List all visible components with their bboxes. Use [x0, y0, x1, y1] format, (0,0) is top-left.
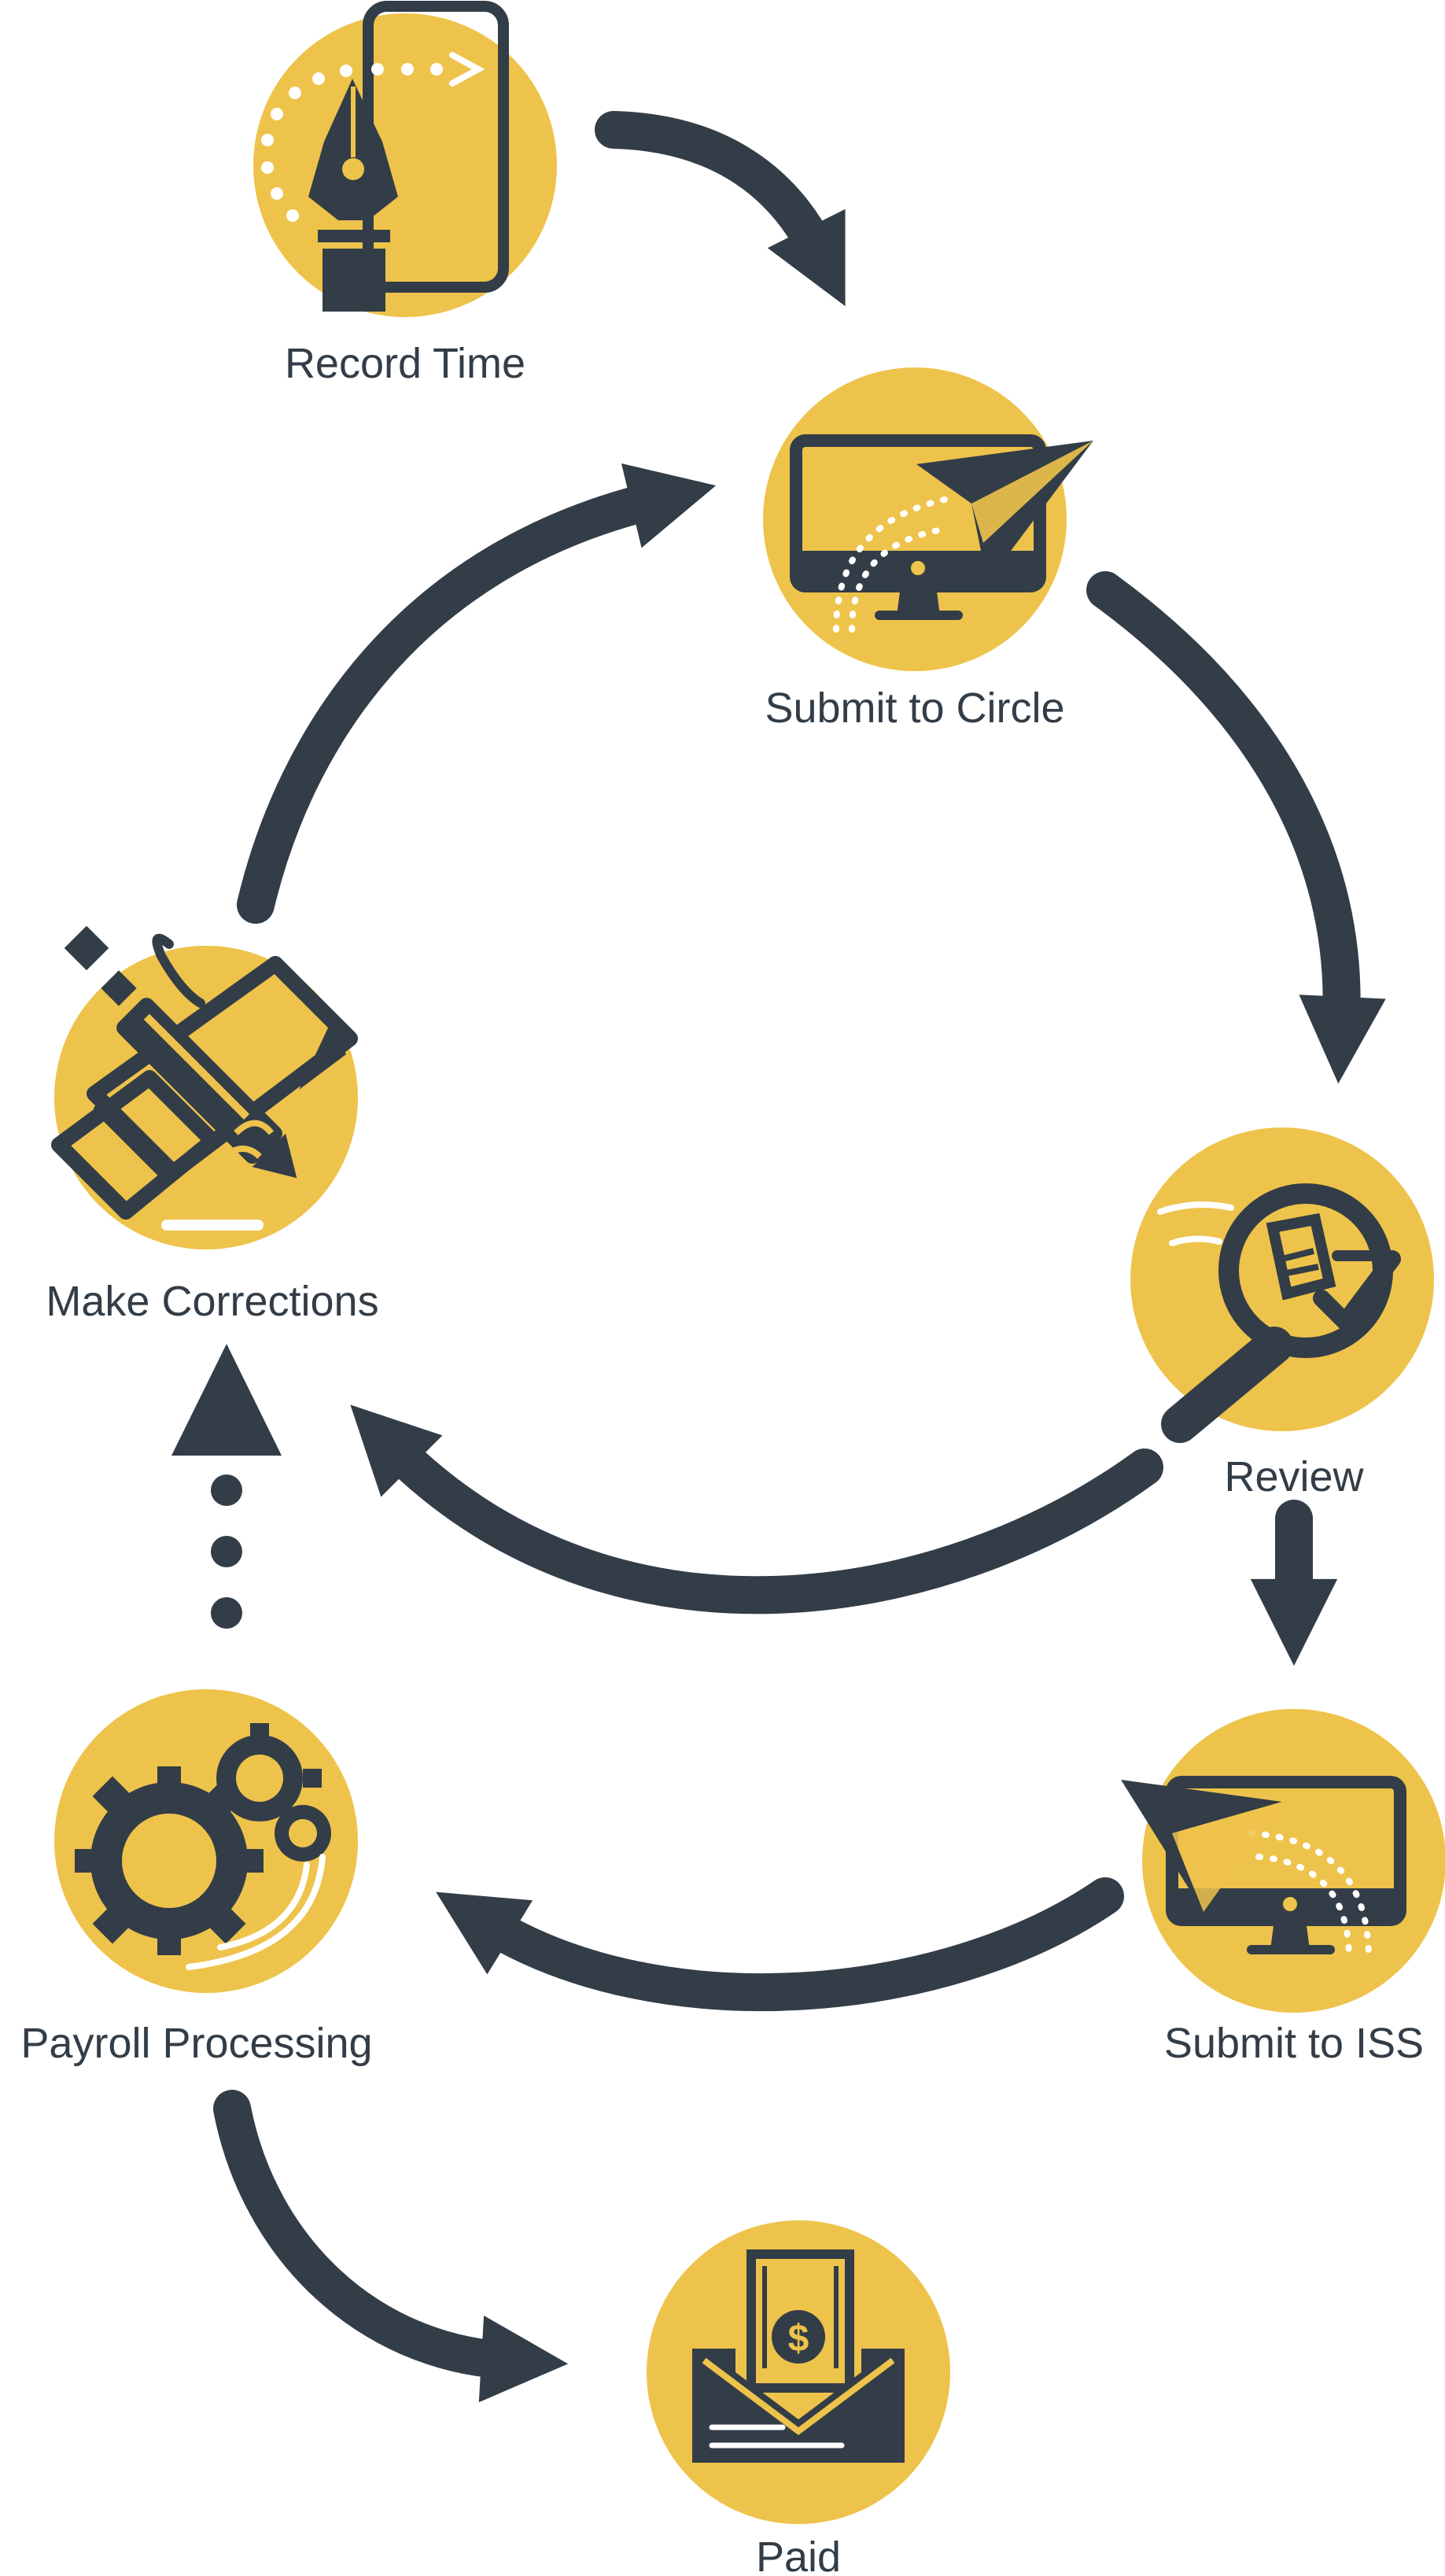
- step-label: Paid: [756, 2534, 841, 2576]
- flow-arrows: [213, 111, 1386, 2403]
- dot: [211, 1474, 242, 1506]
- arrow-make-corrections-to-submit-to-circle: [237, 463, 717, 924]
- step-label: Submit to ISS: [1164, 2020, 1424, 2067]
- magnifier-document-check-icon: [1157, 1183, 1401, 1443]
- step-circle: [253, 13, 557, 317]
- monitor-paper-plane-icon: [790, 434, 1093, 633]
- gears-icon: [75, 1723, 331, 1970]
- dot: [211, 1597, 242, 1629]
- arrow-payroll-processing-to-make-corrections: [171, 1344, 282, 1629]
- arrowhead: [171, 1344, 282, 1456]
- envelope-dollar-icon: $: [692, 2249, 905, 2463]
- step-submit-to-circle: Submit to Circle: [763, 367, 1093, 732]
- dot: [211, 1536, 242, 1567]
- monitor-paper-plane-icon: [1121, 1776, 1406, 1962]
- step-circle: [647, 2220, 950, 2524]
- step-label: Record Time: [285, 340, 525, 387]
- step-record-time: Record Time: [253, 1, 557, 387]
- arrow-record-time-to-submit-to-circle: [595, 111, 846, 307]
- step-label: Payroll Processing: [20, 2020, 372, 2067]
- arrow-submit-to-circle-to-review: [1086, 571, 1386, 1084]
- arrow-review-to-make-corrections: [350, 1404, 1163, 1615]
- arrow-submit-to-iss-to-payroll-processing: [436, 1877, 1124, 2012]
- step-review: Review: [1130, 1127, 1434, 1500]
- step-label: Review: [1224, 1453, 1364, 1500]
- pen-phone-icon: [261, 1, 509, 312]
- pencil-eraser-icon: [51, 925, 358, 1231]
- dollar-icon: $: [788, 2318, 809, 2360]
- step-paid: $ Paid: [647, 2220, 950, 2576]
- step-submit-to-iss: Submit to ISS: [1121, 1709, 1445, 2067]
- step-label: Make Corrections: [46, 1278, 378, 1325]
- step-make-corrections: Make Corrections: [46, 925, 379, 1325]
- step-label: Submit to Circle: [765, 685, 1064, 732]
- arrow-payroll-processing-to-paid: [213, 2090, 569, 2403]
- step-payroll-processing: Payroll Processing: [20, 1689, 373, 2067]
